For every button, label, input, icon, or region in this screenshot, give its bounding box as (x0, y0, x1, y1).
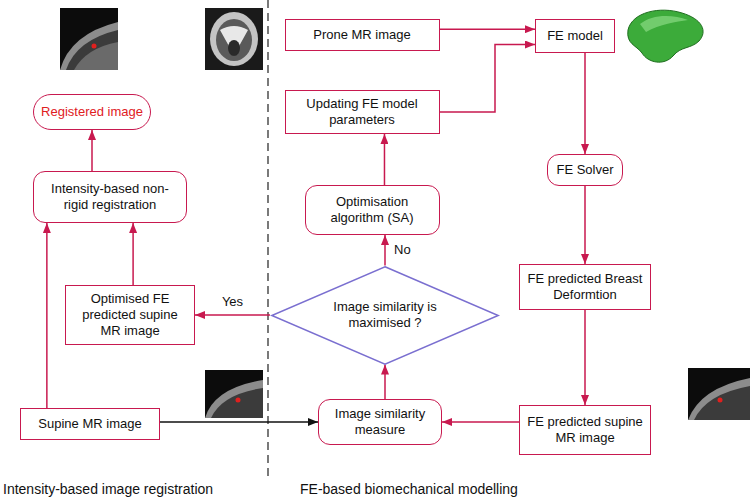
flow-arrow (442, 421, 519, 423)
edge-label: No (392, 242, 413, 258)
process-box: Intensity-based non-rigid registration (33, 171, 187, 223)
flow-arrow (440, 45, 536, 113)
divider-line (267, 0, 268, 478)
flow-arrow (384, 235, 386, 266)
flow-arrow (195, 314, 270, 316)
node-text: FE model (547, 28, 603, 44)
node-text: Prone MR image (313, 27, 411, 43)
flow-arrow (91, 130, 93, 171)
predicted-mr-thumbnail (688, 368, 750, 420)
process-box: Image similarity measure (318, 399, 442, 445)
decision-diamond: Image similarity is maximised ? (270, 266, 500, 365)
flow-arrow (584, 53, 586, 154)
section-label: Intensity-based image registration (3, 481, 213, 498)
node-text: Supine MR image (38, 416, 141, 432)
node-text: Updating FE model parameters (293, 96, 432, 129)
flow-arrow (440, 28, 536, 30)
flow-arrow (584, 186, 586, 264)
data-box: Optimised FE predicted supine MR image (65, 285, 195, 345)
prone-mr-thumbnail (205, 8, 263, 70)
input-box: Prone MR image (285, 19, 440, 51)
node-text: Image similarity is maximised ? (329, 299, 441, 332)
process-box: FE Solver (547, 154, 623, 186)
node-text: FE predicted Breast Deformtion (527, 271, 643, 304)
section-label: FE-based biomechanical modelling (300, 481, 518, 498)
result-box: Registered image (33, 94, 151, 130)
process-box: Updating FE model parameters (285, 90, 440, 134)
fe-mesh-figure (628, 10, 703, 62)
flow-arrow (132, 223, 134, 285)
process-box: Optimisation algorithm (SA) (305, 185, 440, 235)
flow-arrow (384, 365, 386, 400)
data-box: FE predicted supine MR image (519, 405, 651, 455)
edge-label: Yes (220, 294, 245, 310)
flow-arrow (584, 310, 586, 405)
node-text: FE predicted supine MR image (527, 414, 643, 447)
node-text: FE Solver (556, 162, 613, 178)
node-text: Optimisation algorithm (SA) (313, 194, 432, 227)
node-text: Intensity-based non-rigid registration (41, 181, 179, 214)
registered-mr-thumbnail (60, 8, 118, 70)
node-text: Registered image (41, 104, 143, 120)
node-text: Image similarity measure (326, 406, 434, 439)
flow-arrow (46, 223, 48, 408)
node-text: Optimised FE predicted supine MR image (73, 291, 187, 340)
supine-mr-thumbnail (205, 370, 263, 418)
data-box: FE predicted Breast Deformtion (519, 264, 651, 310)
flow-arrow (160, 421, 318, 423)
model-box: FE model (535, 19, 615, 53)
flow-arrow (384, 134, 386, 185)
input-box: Supine MR image (20, 408, 160, 440)
